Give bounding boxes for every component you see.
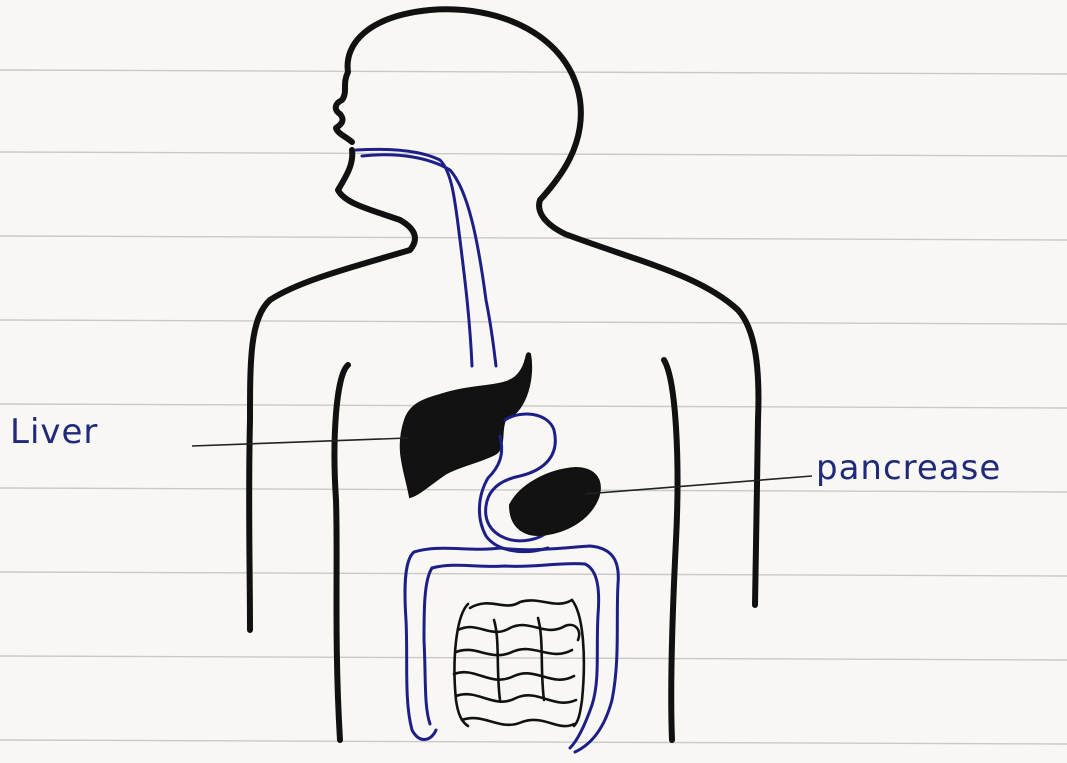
liver [401, 353, 531, 497]
notebook-rules [0, 70, 1067, 744]
liver-pointer-line [192, 438, 408, 446]
pancreas-label: pancrease [816, 448, 1001, 488]
liver-label: Liver [10, 412, 98, 452]
pancreas [510, 468, 600, 535]
large-intestine [405, 546, 618, 752]
small-intestine [454, 600, 584, 726]
